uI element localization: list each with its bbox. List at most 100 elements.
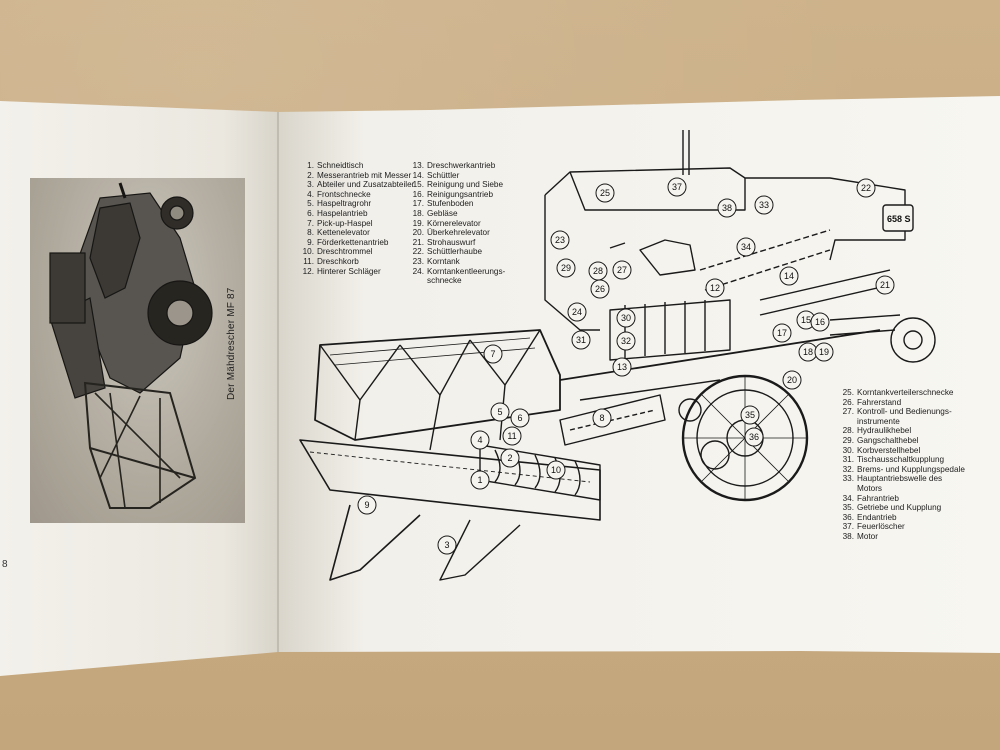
callout-7: 7 [483, 344, 503, 364]
legend-item-label: Hinterer Schläger [317, 266, 381, 276]
legend-item: 31.Tischausschaltkupplung [836, 455, 976, 465]
callout-circle [550, 230, 570, 250]
callout-number: 13 [617, 362, 627, 372]
legend-item: 2.Messerantrieb mit Messer [296, 171, 414, 181]
legend-item-label: Dreschtrommel [317, 247, 373, 257]
legend-item-number: 9. [307, 237, 314, 247]
callout-number: 35 [745, 410, 755, 420]
callout-8: 8 [592, 408, 612, 428]
legend-item-number: 12. [302, 266, 314, 276]
legend-item-number: 31. [842, 455, 854, 465]
legend-item-label: Haspelantrieb [317, 208, 368, 218]
legend-item: 36.Endantrieb [836, 513, 976, 523]
callout-number: 30 [621, 313, 631, 323]
callout-number: 34 [741, 242, 751, 252]
callout-circle [736, 237, 756, 257]
callout-number: 11 [507, 431, 516, 441]
callout-4: 4 [470, 430, 490, 450]
callout-number: 7 [490, 349, 495, 359]
callout-number: 23 [555, 235, 565, 245]
callout-number: 18 [803, 347, 813, 357]
legend-item: 30.Korbverstellhebel [836, 446, 976, 456]
callout-26: 26 [590, 279, 610, 299]
callout-31: 31 [571, 330, 591, 350]
legend-item-label: Abteiler und Zusatzabteiler [317, 180, 415, 190]
page-number: 8 [2, 559, 8, 570]
callout-number: 17 [777, 328, 787, 338]
legend-item-label: Reinigung und Siebe [427, 180, 504, 190]
legend-item: 4.Frontschnecke [296, 190, 414, 200]
legend-item-number: 23. [412, 256, 424, 266]
legend-item-number: 22. [412, 247, 424, 257]
callout-3: 3 [437, 535, 457, 555]
callout-circle [567, 302, 587, 322]
legend-item: 27.Kontroll- und Bedienungs-instrumente [836, 407, 976, 426]
callout-number: 2 [507, 453, 512, 463]
legend-item: 10.Dreschtrommel [296, 247, 414, 257]
legend-item-label: Feuerlöscher [857, 522, 905, 532]
legend-item-label: Reinigungsantrieb [427, 189, 493, 199]
callout-circle [357, 495, 377, 515]
legend-item-label: Kontroll- und Bedienungs- [857, 407, 952, 417]
callout-number: 6 [517, 413, 522, 423]
callout-14: 14 [779, 266, 799, 286]
legend-item: 14.Schüttler [406, 171, 505, 181]
legend-item-label: Endantrieb [857, 512, 897, 522]
legend-item-number: 26. [842, 397, 854, 407]
legend-item: 21.Strohauswurf [406, 238, 505, 248]
legend-item: 25.Korntankverteilerschnecke [836, 388, 976, 398]
legend-item-number: 6. [307, 208, 314, 218]
legend-item-number: 32. [842, 464, 854, 474]
legend-item-number: 33. [842, 474, 854, 484]
legend-item-number: 17. [412, 199, 424, 209]
legend-item-number: 1. [307, 161, 314, 170]
callout-circle [500, 448, 520, 468]
callout-circle [546, 460, 566, 480]
legend-item-number: 8. [307, 228, 314, 238]
legend-item-label: Korbverstellhebel [857, 445, 921, 455]
legend-item: 6.Haspelantrieb [296, 209, 414, 219]
legend-item: 26.Fahrerstand [836, 398, 976, 408]
legend-item-number: 24. [412, 266, 424, 276]
legend-item: 28.Hydraulikhebel [836, 426, 976, 436]
legend-item: 18.Gebläse [406, 209, 505, 219]
legend-item-number: 19. [412, 218, 424, 228]
callout-12: 12 [705, 278, 725, 298]
callout-circle [772, 323, 792, 343]
legend-item: 34.Fahrantrieb [836, 494, 976, 504]
callout-number: 4 [477, 435, 482, 445]
legend-item: 17.Stufenboden [406, 199, 505, 209]
legend-item-label: Korntankverteilerschnecke [857, 388, 954, 397]
callout-27: 27 [612, 260, 632, 280]
legend-item-label: Hauptantriebswelle des [857, 474, 943, 484]
legend-item-label: Dreschkorb [317, 256, 359, 266]
callout-number: 9 [364, 500, 369, 510]
legend-item: 5.Haspeltragrohr [296, 199, 414, 209]
legend-item-number: 13. [412, 161, 424, 170]
callout-circle [502, 426, 522, 446]
callout-number: 24 [572, 307, 582, 317]
legend-item-number: 10. [302, 247, 314, 257]
legend-item-label: Haspeltragrohr [317, 199, 372, 209]
callout-22: 22 [856, 178, 876, 198]
legend-item: 19.Körnerelevator [406, 219, 505, 229]
callout-circle [595, 183, 615, 203]
legend-item-label: Körnerelevator [427, 218, 481, 228]
legend-item-label: Stufenboden [427, 199, 474, 209]
callout-number: 1 [477, 475, 482, 485]
legend-item-number: 11. [303, 256, 314, 266]
callout-number: 32 [621, 336, 631, 346]
legend-item-number: 34. [842, 493, 854, 503]
legend-item: 16.Reinigungsantrieb [406, 190, 505, 200]
callout-circle [612, 357, 632, 377]
legend-item-number: 38. [842, 531, 854, 541]
callout-13: 13 [612, 357, 632, 377]
callout-number: 38 [722, 203, 732, 213]
callout-circle [875, 275, 895, 295]
callout-20: 20 [782, 370, 802, 390]
legend-item-number: 36. [842, 512, 854, 522]
legend-item-label: Überkehrelevator [427, 228, 490, 238]
legend-item: 32.Brems- und Kupplungspedale [836, 465, 976, 475]
